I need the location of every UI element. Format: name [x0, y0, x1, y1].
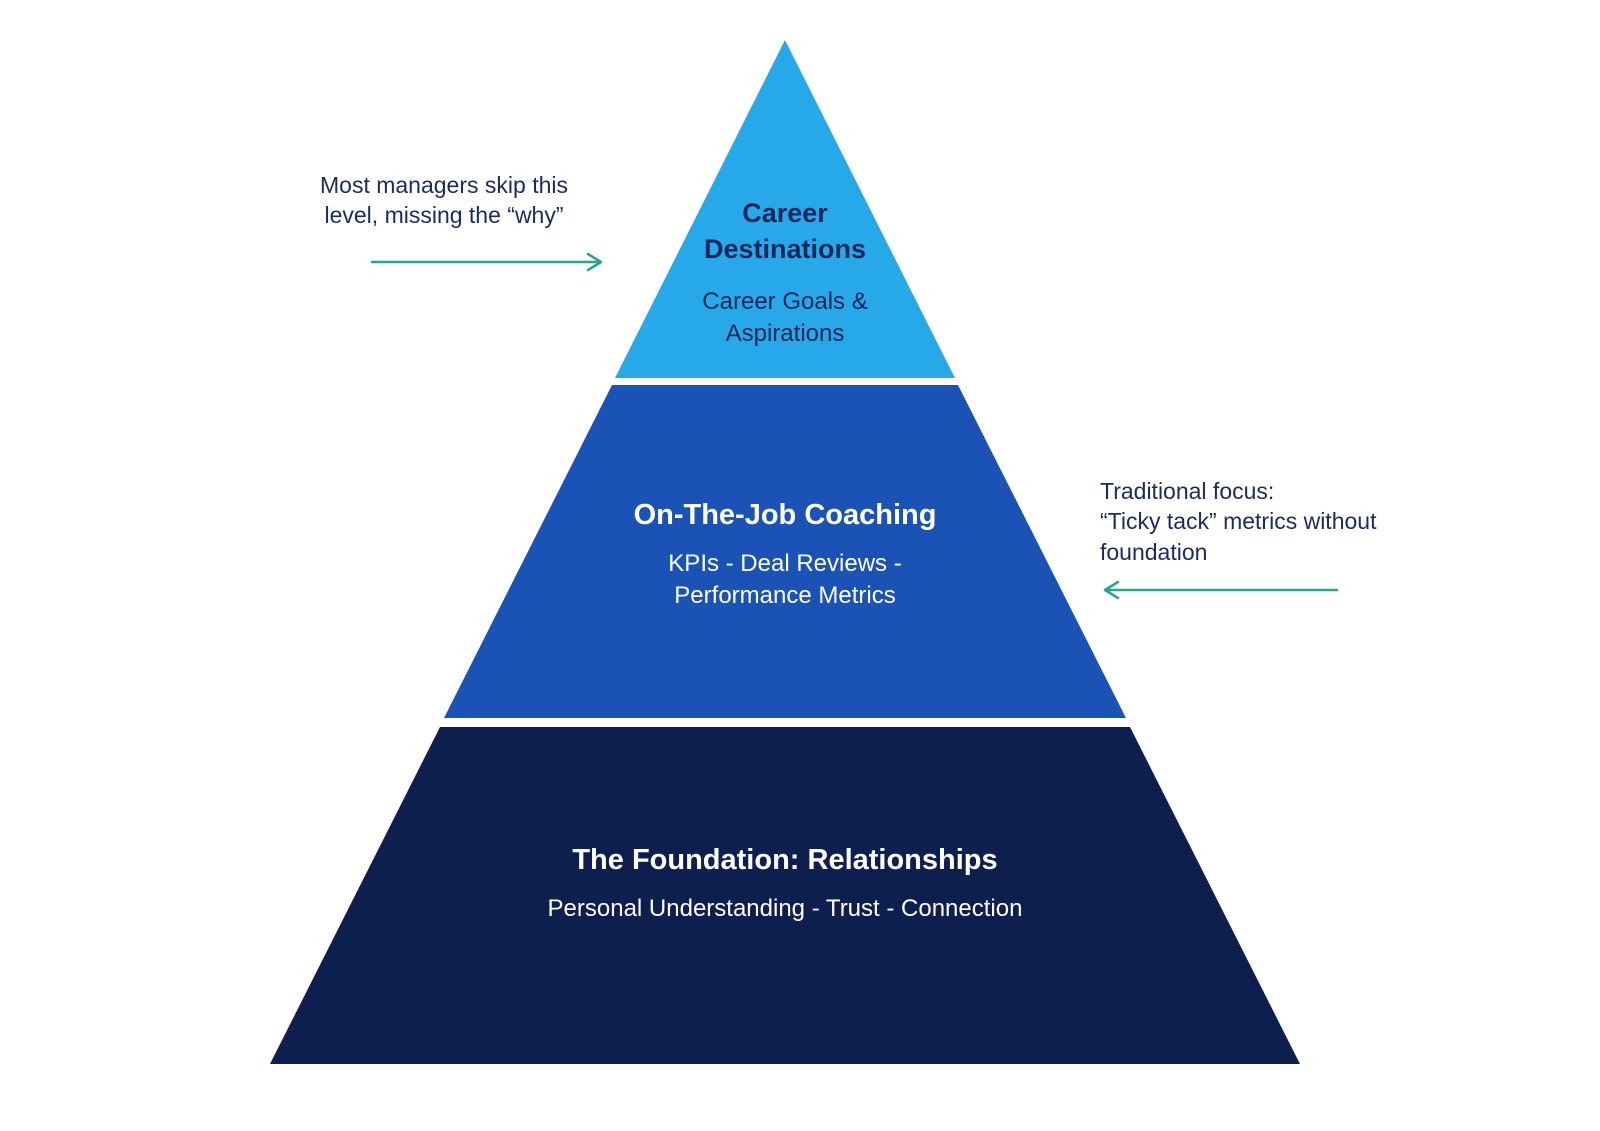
annotation-left: Most managers skip this level, missing t… — [320, 172, 568, 229]
right-arrow-head-icon — [586, 252, 603, 272]
level-middle-subtitle: KPIs - Deal Reviews - Performance Metric… — [668, 550, 902, 609]
level-top-title: Career Destinations — [703, 198, 867, 264]
pyramid-level-top-shape — [615, 40, 955, 378]
right-arrow-icon — [370, 252, 603, 272]
level-bottom-subtitle: Personal Understanding - Trust - Connect… — [547, 895, 1023, 922]
level-bottom-title: The Foundation: Relationships — [572, 844, 998, 876]
level-middle-title: On-The-Job Coaching — [633, 499, 937, 531]
pyramid-level-bottom-shape — [270, 727, 1300, 1064]
left-arrow-icon — [1103, 580, 1339, 600]
level-top-subtitle: Career Goals & Aspirations — [702, 288, 868, 347]
annotation-right: Traditional focus: “Ticky tack” metrics … — [1100, 478, 1377, 565]
pyramid-level-middle-shape — [444, 385, 1126, 718]
left-arrow-head-icon — [1103, 580, 1120, 600]
